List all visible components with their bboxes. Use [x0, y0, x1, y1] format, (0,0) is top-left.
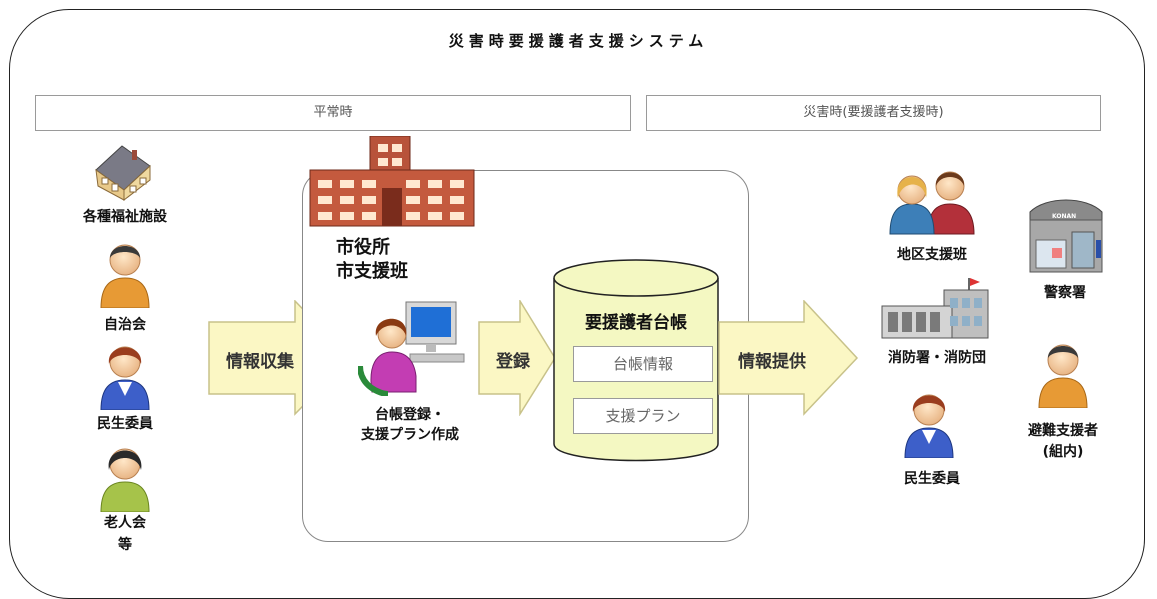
arrow-provide — [718, 300, 859, 416]
label-welfare-commissioner: 民生委員 — [97, 416, 153, 432]
arrow-register-label: 登録 — [496, 352, 530, 372]
system-title: 災害時要援護者支援システム — [448, 32, 709, 50]
phase-disaster: 災害時(要援護者支援時) — [646, 95, 1101, 131]
city-hall-icon — [309, 136, 475, 227]
city-office-label: 市役所 — [336, 237, 390, 258]
task-label-2: 支援プラン作成 — [361, 427, 459, 443]
label-fire: 消防署・消防団 — [888, 350, 986, 366]
city-support-team-label: 市支援班 — [336, 261, 408, 282]
phase-normal: 平常時 — [35, 95, 631, 131]
label-welfare-facilities: 各種福祉施設 — [83, 209, 167, 225]
ledger-item-info: 台帳情報 — [573, 346, 713, 382]
label-group: (組内) — [1042, 444, 1084, 460]
label-district-team: 地区支援班 — [897, 247, 967, 263]
person-green-icon — [100, 448, 150, 512]
label-right-commissioner: 民生委員 — [904, 471, 960, 487]
arrow-provide-label: 情報提供 — [738, 352, 806, 372]
ledger-item-plan: 支援プラン — [573, 398, 713, 434]
person-commissioner-icon — [904, 394, 954, 458]
label-police: 警察署 — [1044, 285, 1086, 301]
police-station-icon — [1029, 199, 1103, 273]
person-supporter-icon — [1038, 344, 1088, 408]
person-orange-icon — [100, 244, 150, 308]
label-evacuation-supporter: 避難支援者 — [1028, 423, 1098, 439]
label-senior-club: 老人会 — [104, 515, 146, 531]
person-blue-icon — [100, 346, 150, 410]
people-group-icon — [889, 171, 975, 235]
label-etc: 等 — [118, 537, 132, 553]
house-icon — [95, 145, 151, 202]
arrow-collect-label: 情報収集 — [226, 352, 294, 372]
fire-station-icon — [881, 278, 989, 339]
police-sign-text: KONAN — [1052, 213, 1077, 220]
ledger-title: 要援護者台帳 — [585, 313, 687, 333]
worker-computer-icon — [358, 301, 465, 396]
task-label-1: 台帳登録・ — [375, 407, 445, 423]
arrow-register — [478, 300, 556, 416]
label-neighborhood-assoc: 自治会 — [104, 317, 146, 333]
